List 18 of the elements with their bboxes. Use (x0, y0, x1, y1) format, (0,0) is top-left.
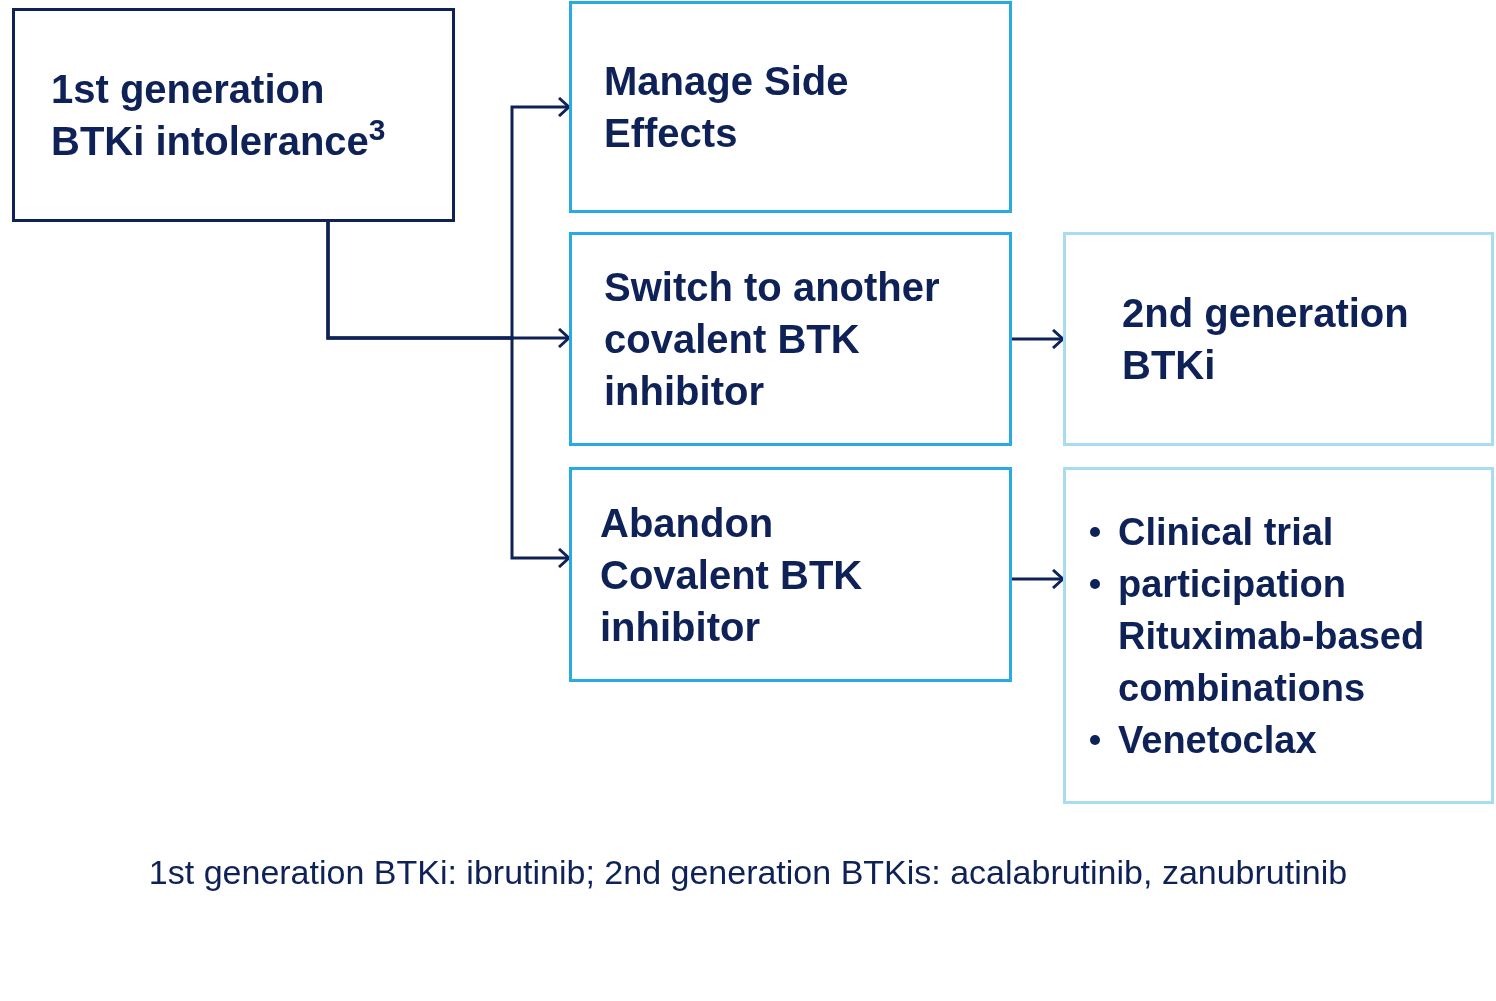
connector-arrow (326, 222, 571, 569)
flow-box (569, 467, 1012, 682)
box-text: 2nd generation BTKi (1122, 290, 1410, 389)
list-item: Clinical trial (1090, 505, 1483, 558)
caption: 1st generation BTKi: ibrutinib; 2nd generation BTKis: acalabrutinib, zanubrutinib (147, 852, 1349, 893)
box-text: Abandon Covalent BTK inhibitor (600, 499, 864, 651)
flow-box (569, 232, 1012, 446)
flow-box (1063, 232, 1494, 446)
list-item: participation Rituximab-based combinations (1090, 557, 1483, 714)
connector-arrow (1012, 568, 1065, 590)
connector-arrow (1012, 328, 1065, 350)
box-text: 1st generation BTKi intolerance$^{3}$ (51, 66, 387, 165)
flow-box (569, 1, 1012, 213)
box-text: Manage Side Effects (604, 58, 850, 157)
flow-box (12, 8, 455, 222)
box-text: Switch to another covalent BTK inhibitor (604, 264, 941, 415)
list-item: Venetoclax (1090, 713, 1483, 766)
flow-box (1063, 467, 1494, 804)
